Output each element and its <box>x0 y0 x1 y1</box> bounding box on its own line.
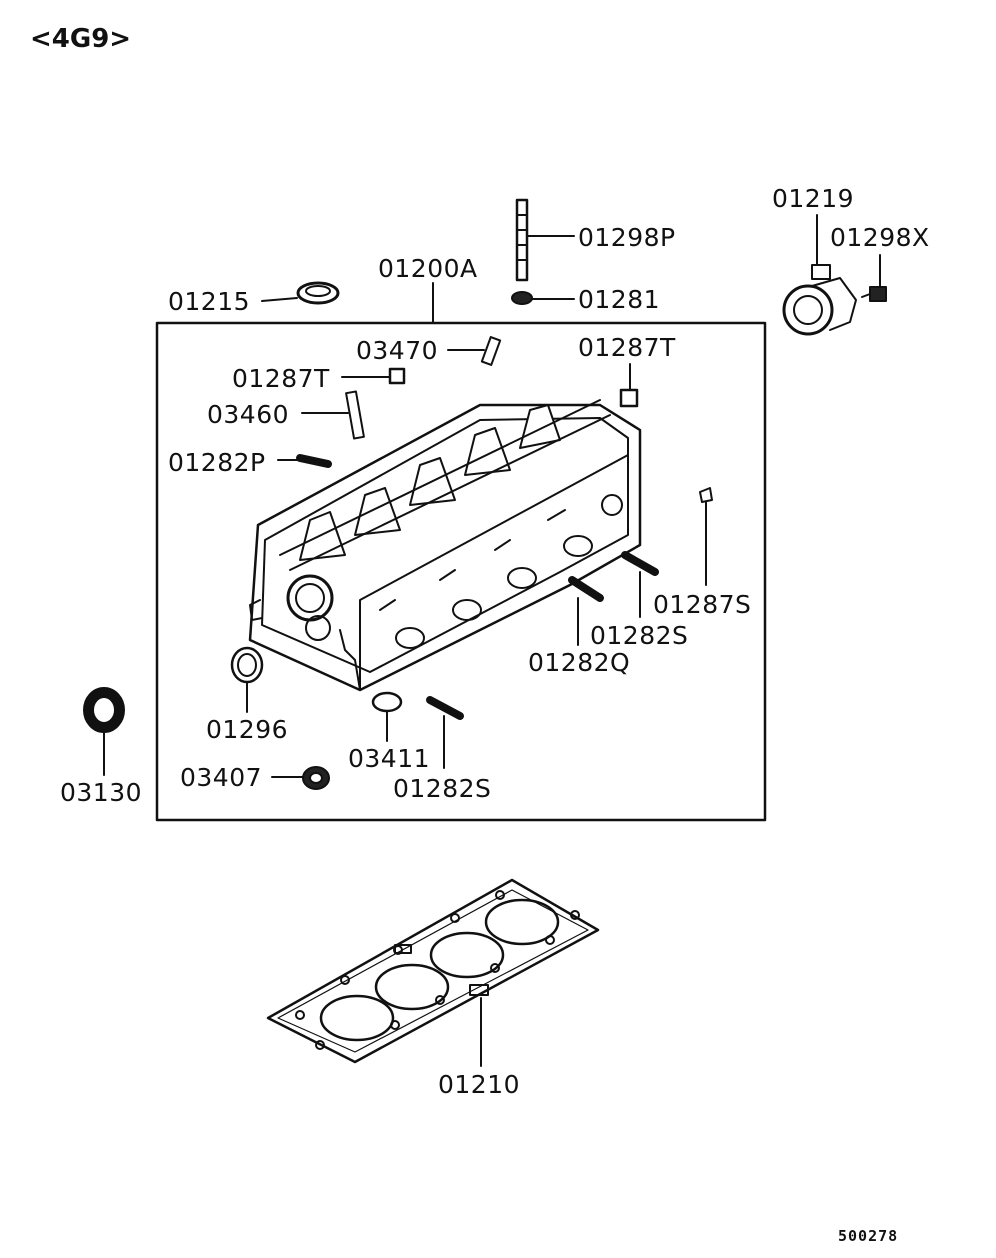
part-01281-washer[interactable] <box>511 291 533 305</box>
part-01296-seal[interactable] <box>230 646 264 684</box>
part-01298P-bolt[interactable] <box>515 198 529 282</box>
part-03407-oil-seal[interactable] <box>302 766 330 790</box>
label-01287T-left[interactable]: 01287T <box>232 364 330 393</box>
part-01298X-bolt[interactable] <box>861 286 887 302</box>
label-01210[interactable]: 01210 <box>438 1070 521 1099</box>
part-01210-head-gasket[interactable] <box>266 878 600 1064</box>
part-03470-pin[interactable] <box>480 336 502 366</box>
part-01282S-bottom-stud[interactable] <box>426 696 464 720</box>
part-03411-seal[interactable] <box>371 691 403 713</box>
label-01282P[interactable]: 01282P <box>168 448 266 477</box>
label-03411[interactable]: 03411 <box>348 744 431 773</box>
label-03470[interactable]: 03470 <box>356 336 439 365</box>
label-01282S-right[interactable]: 01282S <box>590 621 689 650</box>
engine-tag: <4G9> <box>30 24 132 54</box>
label-01296[interactable]: 01296 <box>206 715 289 744</box>
label-01200A[interactable]: 01200A <box>378 254 478 283</box>
diagram-code: 500278 <box>838 1227 899 1245</box>
part-01287T-left-plug[interactable] <box>388 367 406 385</box>
cylinder-head[interactable] <box>248 399 642 692</box>
label-01219[interactable]: 01219 <box>772 184 855 213</box>
part-03130-oil-seal[interactable] <box>83 687 125 733</box>
label-03407[interactable]: 03407 <box>180 763 263 792</box>
label-01298P[interactable]: 01298P <box>578 223 676 252</box>
label-01281[interactable]: 01281 <box>578 285 661 314</box>
label-01282Q[interactable]: 01282Q <box>528 648 631 677</box>
part-01215-seal[interactable] <box>296 281 340 305</box>
part-01282P-stud[interactable] <box>296 454 332 468</box>
label-01287S[interactable]: 01287S <box>653 590 752 619</box>
label-01287T-right[interactable]: 01287T <box>578 333 676 362</box>
part-01287S-plug[interactable] <box>699 487 713 503</box>
label-03460[interactable]: 03460 <box>207 400 290 429</box>
part-01219-housing[interactable] <box>782 264 857 336</box>
part-01282S-right-stud[interactable] <box>621 551 659 576</box>
label-01298X[interactable]: 01298X <box>830 223 930 252</box>
part-03460-dowel[interactable] <box>345 390 365 440</box>
cylinder-head-assembly-frame <box>155 321 767 822</box>
label-03130[interactable]: 03130 <box>60 778 143 807</box>
part-01287T-right-plug[interactable] <box>619 388 639 408</box>
part-01282Q-stud[interactable] <box>568 576 604 602</box>
label-01282S-bottom[interactable]: 01282S <box>393 774 492 803</box>
label-01215[interactable]: 01215 <box>168 287 251 316</box>
